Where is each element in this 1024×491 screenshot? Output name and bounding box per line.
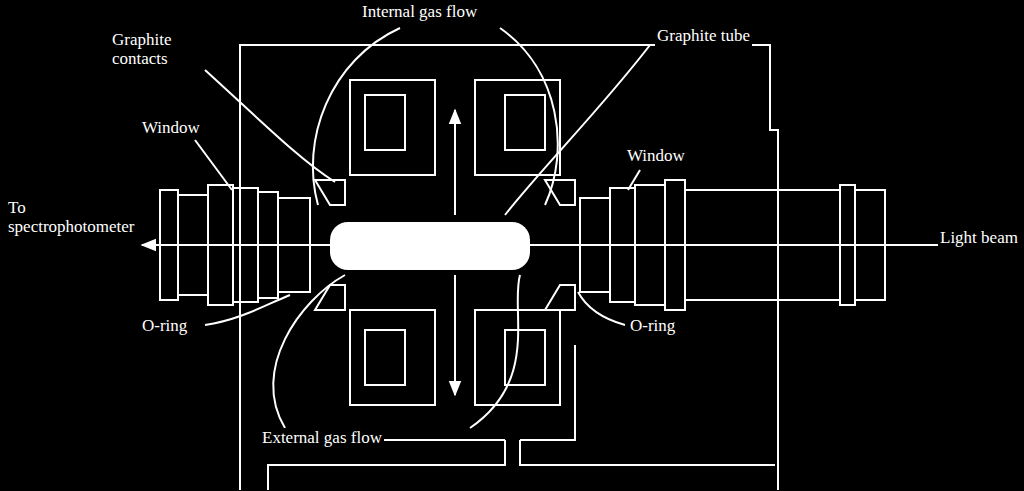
leader-line [470,275,520,428]
leader-line [313,28,400,205]
part-label: Graphite tube [655,26,752,47]
leader-line [628,170,640,190]
base-outline [330,345,575,440]
part-label: External gas flow [260,428,384,449]
leader-line [205,70,335,182]
part-label: Internal gas flow [360,2,479,23]
part-label: O-ring [628,316,677,337]
part-label: Light beam [938,228,1020,249]
leader-line [195,140,232,190]
leader-line [273,275,345,428]
leader-line [505,45,650,215]
gas-arrow [454,110,456,215]
electrode-block [365,330,405,385]
part-label: Window [140,118,202,139]
housing-outline [240,45,778,490]
part-label: Window [625,146,687,167]
light-beam [142,244,1010,246]
electrode-block [475,80,560,175]
leader-line [500,28,558,205]
leader-line [205,295,290,325]
electrode-block [350,310,435,405]
graphite-contact [315,285,575,310]
electrode-block [505,95,545,150]
part-label: To spectrophotometer [6,198,145,237]
part-label: Graphite contacts [110,30,209,69]
gas-arrow [454,275,456,395]
graphite-contact [315,180,575,205]
leader-line [578,292,625,325]
part-label: O-ring [140,316,189,337]
electrode-block [365,95,405,150]
electrode-block [350,80,435,175]
